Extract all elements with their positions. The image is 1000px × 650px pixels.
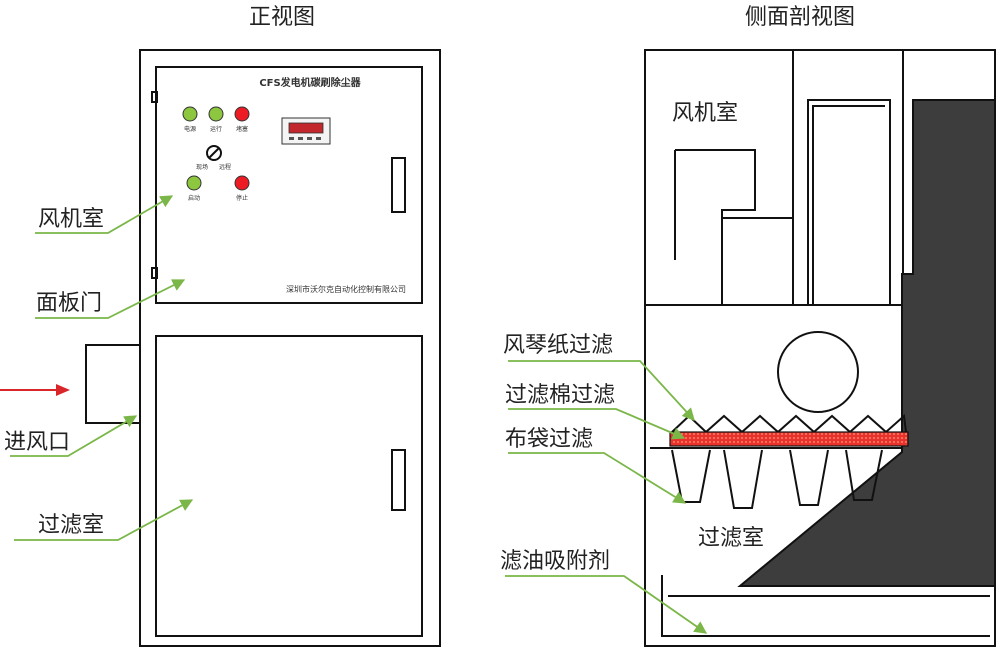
front-view-title: 正视图	[249, 5, 315, 30]
label-pleated-paper: 风琴纸过滤	[503, 333, 613, 358]
hinge-bottom	[151, 267, 158, 279]
company-name: 深圳市沃尔克自动化控制有限公司	[286, 284, 406, 294]
side-view-title: 侧面剖视图	[745, 5, 855, 30]
cotton-filter	[669, 431, 909, 447]
callout-cotton-line	[508, 408, 686, 440]
front-cabinet	[85, 49, 441, 647]
panel-door-handle	[391, 157, 406, 213]
indicator-row: 电源 运行 堵塞	[182, 106, 250, 133]
callout-pleated-line	[508, 360, 695, 421]
stop-button	[234, 175, 250, 191]
side-callouts	[505, 360, 708, 634]
bag-2	[723, 449, 763, 509]
label-fan-room: 风机室	[38, 207, 104, 232]
fan-housing-inner	[812, 105, 885, 305]
callout-inlet-line	[10, 415, 138, 457]
bag-1	[671, 449, 711, 503]
power-indicator	[182, 106, 198, 122]
callout-panel-door-line	[35, 279, 186, 319]
label-filter-room: 过滤室	[38, 513, 104, 538]
start-button	[186, 175, 202, 191]
callout-filter-room-line	[14, 499, 194, 541]
panel-title: CFS发电机碳刷除尘器	[259, 76, 361, 89]
filter-door	[155, 335, 423, 637]
label-cotton-filter: 过滤棉过滤	[505, 383, 615, 408]
bag-3	[789, 449, 829, 506]
side-label-filter-room: 过滤室	[698, 526, 764, 551]
switch-label-remote: 远程	[219, 163, 231, 171]
callout-oil-line	[505, 575, 708, 634]
label-panel-door: 面板门	[36, 291, 102, 316]
run-label: 运行	[210, 125, 222, 133]
run-indicator	[208, 106, 224, 122]
fan-housing-outer	[807, 99, 891, 305]
switch-label-local: 现场	[196, 163, 208, 171]
pleated-paper-filter	[671, 413, 907, 434]
airflow-arrow	[0, 384, 70, 396]
oil-tray-frame	[661, 575, 990, 637]
digital-display	[281, 117, 331, 145]
start-label: 启动	[188, 194, 200, 202]
hinge-top	[151, 91, 158, 103]
air-inlet-box	[85, 344, 141, 424]
fan-circle	[777, 331, 859, 413]
side-label-fan-room: 风机室	[672, 101, 738, 126]
stop-label: 停止	[236, 194, 248, 202]
selector-switch: 现场 远程	[196, 145, 231, 171]
block-label: 堵塞	[236, 125, 248, 133]
power-label: 电源	[184, 125, 196, 133]
front-callouts	[10, 195, 194, 541]
panel-door	[155, 66, 423, 304]
exhaust-duct	[737, 99, 996, 587]
motor-outer	[675, 149, 756, 305]
label-air-inlet: 进风口	[4, 430, 70, 455]
label-bag-filter: 布袋过滤	[505, 427, 593, 452]
label-oil-absorbent: 滤油吸附剂	[500, 549, 610, 574]
bag-filters	[671, 449, 883, 509]
callout-bag-line	[508, 452, 687, 504]
block-indicator	[234, 106, 250, 122]
start-stop-buttons: 启动 停止	[186, 175, 250, 202]
callout-fan-room-line	[35, 195, 174, 234]
bag-4	[845, 449, 883, 501]
filter-door-handle	[391, 449, 406, 511]
